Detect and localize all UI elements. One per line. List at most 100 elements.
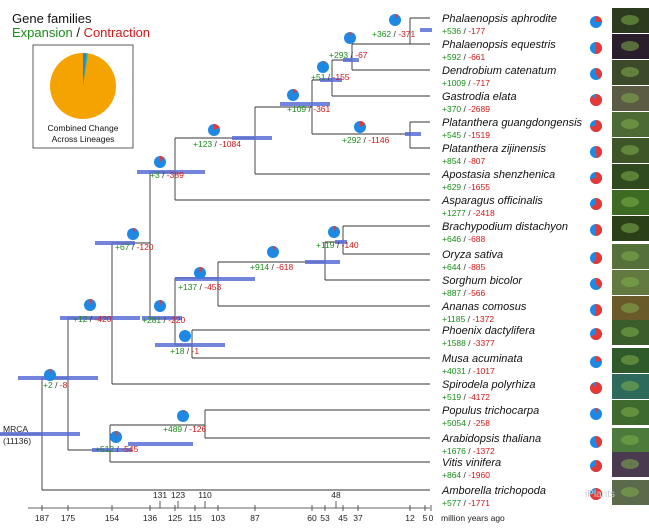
- species-musa-acuminata-counts-separator: /: [466, 366, 473, 376]
- pie-node-epidendroid: [317, 60, 329, 73]
- species-phalaenopsis-aphrodite-counts-separator: /: [461, 26, 468, 36]
- node-orchids-counts: +123 / -1084: [193, 139, 241, 149]
- legend-caption-2: Across Lineages: [52, 134, 115, 144]
- node-phalaenopsis-counts-expansion: +362: [372, 29, 391, 39]
- species-spirodela-polyrhiza-counts: +519 / -4172: [442, 392, 490, 402]
- node-eudicot-counts-expansion: +512: [95, 444, 114, 454]
- node-grasses-counts: +914 / -618: [250, 262, 294, 272]
- species-phoenix-dactylifera-photo-detail: [621, 327, 639, 337]
- pie-node-platanthera: [354, 121, 366, 133]
- node-rosids-counts-separator: /: [182, 424, 189, 434]
- species-phalaenopsis-equestris-counts-expansion: +592: [442, 52, 461, 62]
- species-phalaenopsis-equestris-photo-detail: [621, 41, 639, 51]
- species-phalaenopsis-aphrodite-counts-contraction: -177: [468, 26, 485, 36]
- axis-tick-60: 60: [307, 513, 317, 523]
- node-asparagales-counts-contraction: -389: [167, 170, 184, 180]
- node-platanthera-counts-contraction: -1146: [368, 135, 389, 145]
- root-count: (11136): [3, 436, 31, 446]
- species-populus-trichocarpa-pie: [590, 408, 602, 420]
- species-musa-acuminata-counts: +4031 / -1017: [442, 366, 495, 376]
- node-epidendroid-counts: +51 / -155: [311, 72, 350, 82]
- species-platanthera-zijinensis-pie: [590, 145, 603, 158]
- species-sorghum-bicolor-counts: +887 / -566: [442, 288, 486, 298]
- axis-tick-154: 154: [105, 513, 119, 523]
- species-amborella-trichopoda-counts-contraction: -1771: [468, 498, 490, 508]
- pie-node-monocot: [84, 298, 96, 311]
- species-oryza-sativa-photo-detail: [621, 251, 639, 261]
- node-phalaenopsis-counts: +362 / -371: [372, 29, 416, 39]
- axis-tick-125: 125: [168, 513, 182, 523]
- pie-node-orchid-core: [287, 88, 299, 101]
- node-epidendroid-counts-contraction: -155: [333, 72, 350, 82]
- species-gastrodia-elata-name: Gastrodia elata: [442, 91, 517, 103]
- node-dendrobium-counts-separator: /: [348, 50, 355, 60]
- species-ananas-comosus-counts-expansion: +1185: [442, 314, 466, 324]
- species-platanthera-zijinensis-counts: +854 / -807: [442, 156, 486, 166]
- species-phoenix-dactylifera-counts: +1588 / -3377: [442, 338, 495, 348]
- node-rosids-counts-expansion: +489: [163, 424, 182, 434]
- legend-caption-1: Combined Change: [48, 123, 119, 133]
- species-vitis-vinifera-photo-detail: [621, 459, 639, 469]
- species-platanthera-guangdongensis-pie: [590, 120, 602, 132]
- species-dendrobium-catenatum-counts-expansion: +1009: [442, 78, 466, 88]
- node-eudicot-counts-contraction: -545: [121, 444, 138, 454]
- node-bep-counts-expansion: +119: [316, 240, 335, 250]
- species-phalaenopsis-aphrodite-counts-expansion: +536: [442, 26, 461, 36]
- species-phoenix-dactylifera-counts-expansion: +1588: [442, 338, 466, 348]
- species-amborella-trichopoda-counts: +577 / -1771: [442, 498, 490, 508]
- node-asparagales-commelinid-counts-contraction: -120: [137, 242, 154, 252]
- species-ananas-comosus-pie: [590, 303, 603, 316]
- species-vitis-vinifera-counts-separator: /: [461, 470, 468, 480]
- species-amborella-trichopoda-counts-separator: /: [461, 498, 468, 508]
- node-bep-counts-contraction: -140: [342, 240, 359, 250]
- node-arecales-zingiberales-counts: +18 / -1: [170, 346, 199, 356]
- species-asparagus-officinalis-counts: +1277 / -2418: [442, 208, 495, 218]
- species-phalaenopsis-equestris-counts: +592 / -661: [442, 52, 486, 62]
- species-musa-acuminata-photo-detail: [621, 355, 639, 365]
- node-asparagales-commelinid-counts-expansion: +67: [115, 242, 130, 252]
- axis-tick-5: 5: [423, 513, 428, 523]
- pie-node-asparagales: [154, 155, 166, 168]
- species-gastrodia-elata-pie: [590, 94, 603, 106]
- species-platanthera-zijinensis-counts-contraction: -807: [468, 156, 485, 166]
- species-gastrodia-elata-counts: +370 / -2689: [442, 104, 490, 114]
- species-asparagus-officinalis-photo-detail: [621, 197, 639, 207]
- node-arecales-zingiberales-counts-contraction: -1: [192, 346, 200, 356]
- species-platanthera-zijinensis-counts-separator: /: [461, 156, 468, 166]
- species-spirodela-polyrhiza-pie: [590, 382, 603, 394]
- axis-tick-175: 175: [61, 513, 75, 523]
- species-musa-acuminata-counts-expansion: +4031: [442, 366, 466, 376]
- pie-node-bep: [328, 225, 340, 238]
- species-oryza-sativa-name: Oryza sativa: [442, 249, 503, 261]
- species-pies: [589, 16, 603, 501]
- species-phalaenopsis-aphrodite-counts: +536 / -177: [442, 26, 486, 36]
- node-monocot-counts: +12 / -420: [73, 314, 112, 324]
- species-phalaenopsis-aphrodite-name: Phalaenopsis aphrodite: [442, 13, 557, 25]
- node-poales-counts-expansion: +137: [178, 282, 197, 292]
- legend-pie-contraction-slice: [83, 53, 88, 86]
- species-apostasia-shenzhenica-photo-detail: [621, 171, 639, 181]
- node-dendrobium-counts-contraction: -67: [355, 50, 368, 60]
- species-ananas-comosus-counts: +1185 / -1372: [442, 314, 494, 324]
- species-asparagus-officinalis-name: Asparagus officinalis: [441, 195, 543, 207]
- node-grasses-counts-expansion: +914: [250, 262, 269, 272]
- node-poales-counts-contraction: -453: [204, 282, 221, 292]
- axis-tick-87: 87: [250, 513, 260, 523]
- species-asparagus-officinalis-counts-separator: /: [466, 208, 473, 218]
- species-phoenix-dactylifera-name: Phoenix dactylifera: [442, 325, 535, 337]
- node-pies: [44, 13, 401, 443]
- species-phalaenopsis-aphrodite-photo-detail: [621, 15, 639, 25]
- species-gastrodia-elata-counts-separator: /: [461, 104, 468, 114]
- node-grasses-counts-contraction: -618: [276, 262, 293, 272]
- watermark: iPlants: [585, 489, 615, 500]
- node-epidendroid-counts-separator: /: [325, 72, 332, 82]
- species-sorghum-bicolor-pie: [590, 278, 602, 290]
- node-epidendroid-counts-expansion: +51: [311, 72, 326, 82]
- node-commelinid-counts: +281 / -220: [142, 315, 186, 325]
- species-spirodela-polyrhiza-name: Spirodela polyrhiza: [442, 379, 536, 391]
- node-phalaenopsis-counts-contraction: -371: [398, 29, 415, 39]
- pie-node-rosids: [177, 409, 189, 422]
- node-rosids-counts: +489 / -126: [163, 424, 207, 434]
- species-arabidopsis-thaliana-photo-detail: [621, 435, 639, 445]
